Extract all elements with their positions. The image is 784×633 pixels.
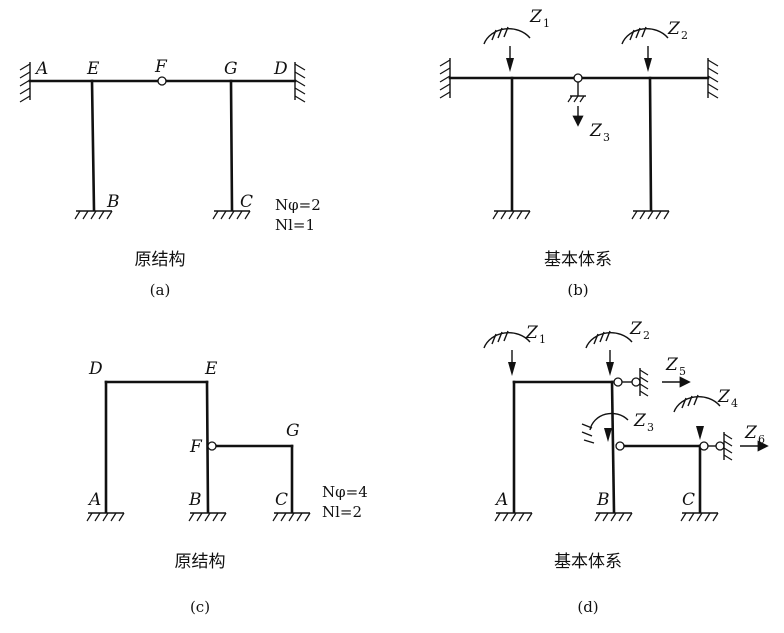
label-f-c: F [189, 437, 203, 457]
caption-a: 原结构 [135, 250, 186, 270]
wall-a-hatch [19, 63, 31, 103]
support-a-d-hatch [494, 512, 533, 522]
label-a: A [34, 59, 48, 79]
label-b: B [106, 192, 120, 212]
z2-d-label: Z [629, 319, 643, 339]
column-eb [90, 79, 96, 212]
panel-b: Z 1 Z 2 Z 3 基本体系 (b) [439, 7, 719, 299]
z3-b-label: Z [589, 121, 603, 141]
column-gc [229, 79, 234, 212]
z1-b-constraint [483, 26, 531, 72]
label-e: E [86, 59, 100, 79]
wall-z6-hatch [723, 433, 733, 461]
label-c-c: C [275, 490, 288, 510]
label-a-d: A [494, 490, 508, 510]
z5-d-sub: 5 [679, 365, 686, 378]
n-l-a: Nl=1 [275, 216, 315, 234]
label-b-c: B [188, 490, 202, 510]
hinge-f [157, 76, 167, 86]
z1-d-sub: 1 [539, 333, 546, 346]
tag-c: (c) [190, 598, 210, 616]
label-g-c: G [286, 421, 300, 441]
support-b-right-hatch [631, 210, 670, 220]
z1-b-sub: 1 [543, 17, 550, 30]
caption-b: 基本体系 [544, 250, 612, 270]
z2-b-sub: 2 [681, 29, 688, 42]
hinge-d-top2 [631, 377, 641, 387]
wall-b-right-hatch [707, 59, 719, 99]
z5-d-label: Z [665, 355, 679, 375]
hinge-d-mid [615, 441, 625, 451]
hinge-b [573, 73, 583, 83]
z3-d-label: Z [633, 411, 647, 431]
wall-d-hatch [294, 63, 306, 103]
support-b-d-hatch [594, 512, 633, 522]
caption-d: 基本体系 [554, 552, 622, 572]
label-a-c: A [87, 490, 101, 510]
hinge-f-c [207, 441, 217, 451]
z3-d-constraint [581, 412, 629, 444]
z2-d-constraint [585, 330, 633, 376]
z2-d-sub: 2 [643, 329, 650, 342]
z1-b-label: Z [529, 7, 543, 27]
panel-d: Z 1 Z 2 Z 3 Z 4 Z 5 Z 6 A B C 基本体系 (d) [483, 319, 769, 616]
support-b-left-hatch [492, 210, 531, 220]
z4-d-sub: 4 [731, 397, 738, 410]
label-d-c: D [88, 359, 103, 379]
support-b-c-hatch [188, 512, 227, 522]
support-c-c-hatch [272, 512, 311, 522]
label-d: D [273, 59, 288, 79]
support-b-hatch [74, 210, 113, 220]
n-phi-c: Nφ=4 [322, 483, 368, 501]
z6-d-sub: 6 [758, 433, 765, 446]
hinge-d-top [613, 377, 623, 387]
label-g: G [224, 59, 238, 79]
hinge-d-mid3 [715, 441, 725, 451]
tag-d: (d) [577, 598, 598, 616]
wall-z5-hatch [639, 369, 649, 397]
label-c: C [240, 192, 253, 212]
link-support-hatch [567, 95, 585, 103]
column-b-d [610, 380, 616, 514]
z6-d-label: Z [744, 423, 758, 443]
panel-c: D E F G A B C Nφ=4 Nl=2 原结构 (c) [86, 359, 368, 616]
z3-d-sub: 3 [647, 421, 654, 434]
hinge-d-mid2 [699, 441, 709, 451]
z3-b-sub: 3 [603, 131, 610, 144]
n-phi-a: Nφ=2 [275, 196, 321, 214]
panel-a: A E F G D B C Nφ=2 Nl=1 原结构 (a) [19, 57, 321, 299]
column-b-right [648, 76, 653, 212]
z2-b-constraint [621, 26, 669, 72]
tag-b: (b) [567, 281, 588, 299]
label-c-d: C [682, 490, 695, 510]
z1-d-constraint [483, 330, 531, 376]
label-e-c: E [204, 359, 218, 379]
z1-d-label: Z [525, 323, 539, 343]
n-l-c: Nl=2 [322, 503, 362, 521]
z2-b-label: Z [667, 19, 681, 39]
caption-c: 原结构 [175, 552, 226, 572]
support-a-c-hatch [86, 512, 125, 522]
z4-d-label: Z [717, 387, 731, 407]
tag-a: (a) [150, 281, 171, 299]
z4-d-constraint [673, 394, 721, 440]
label-b-d: B [596, 490, 610, 510]
support-c-d-hatch [680, 512, 719, 522]
label-f: F [154, 57, 168, 77]
support-c-hatch [212, 210, 251, 220]
wall-b-left-hatch [439, 59, 451, 99]
